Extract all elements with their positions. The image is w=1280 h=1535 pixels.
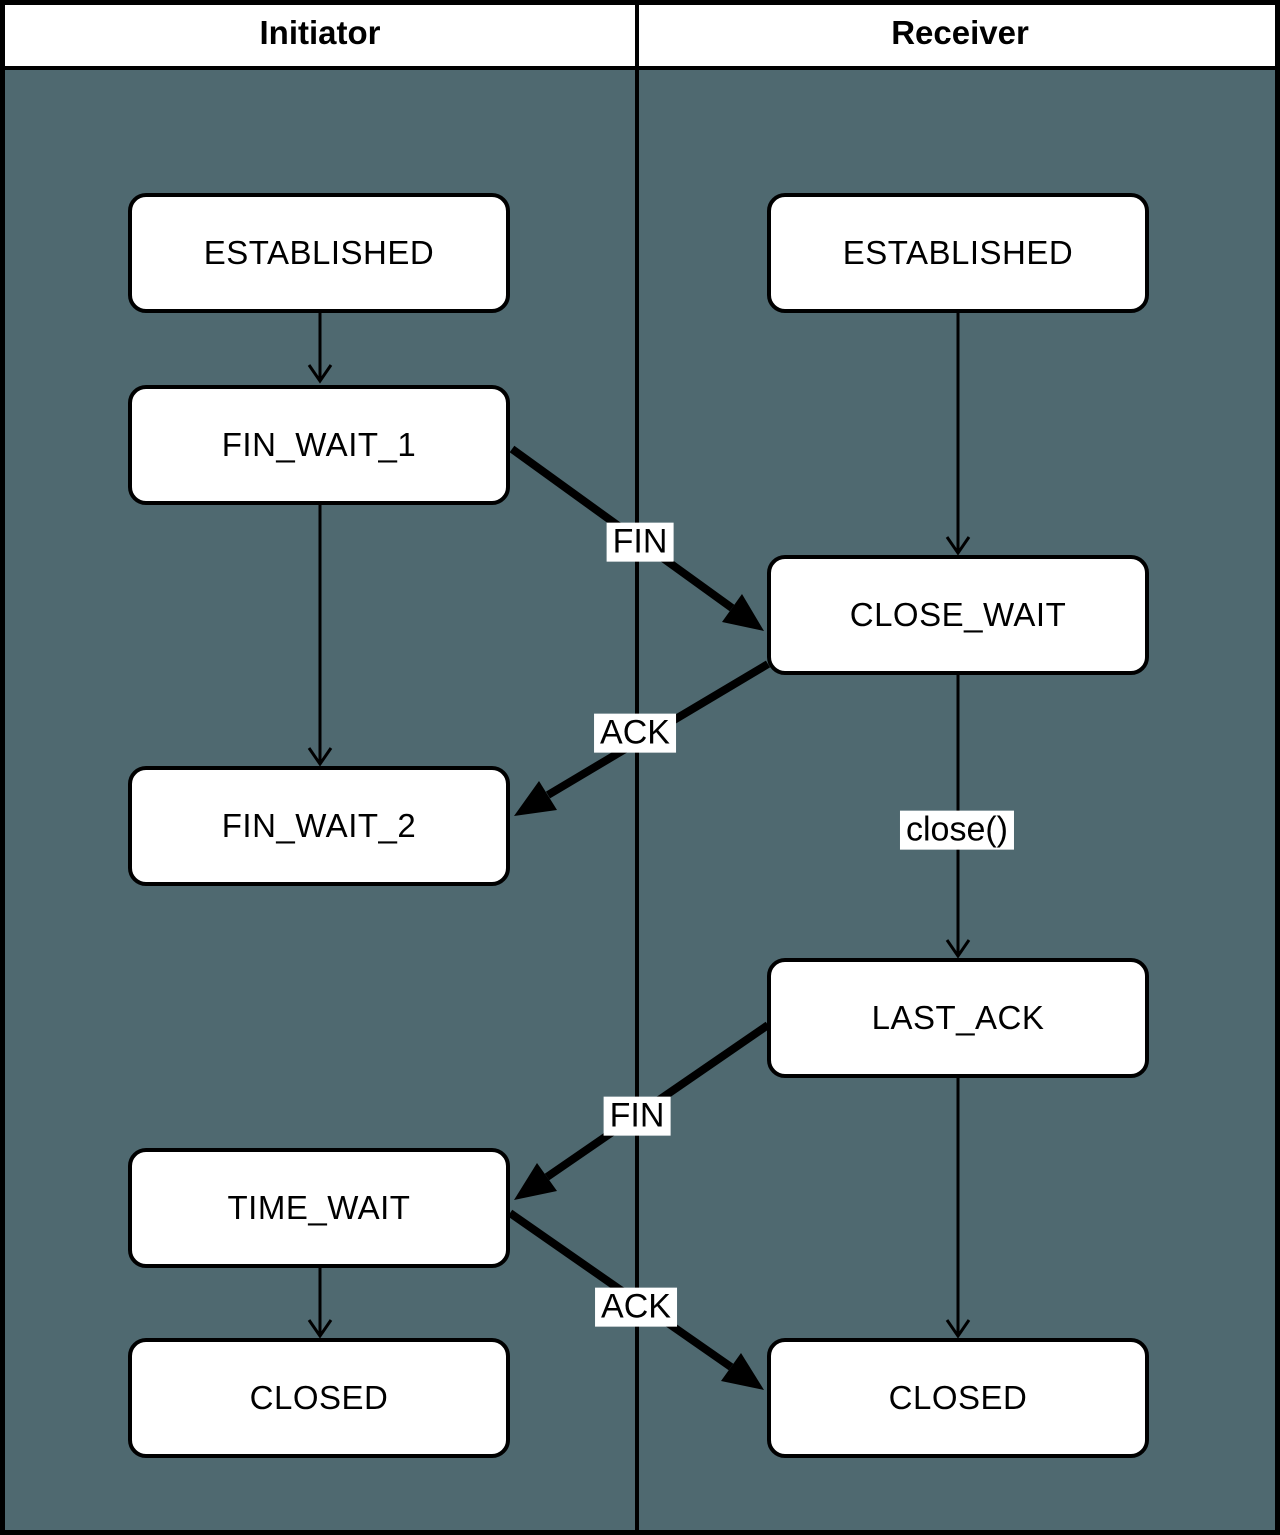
lane-divider <box>635 0 639 1535</box>
edge-label-close-call: close() <box>899 810 1015 850</box>
edge-label-fin-bottom: FIN <box>603 1096 671 1136</box>
lane-header-row: Initiator Receiver <box>0 0 1280 70</box>
state-fin-wait-1: FIN_WAIT_1 <box>128 385 510 505</box>
edge-label-ack-bottom: ACK <box>595 1287 677 1327</box>
state-initiator-closed: CLOSED <box>128 1338 510 1458</box>
state-last-ack: LAST_ACK <box>767 958 1149 1078</box>
state-label: CLOSE_WAIT <box>849 596 1067 633</box>
state-close-wait: CLOSE_WAIT <box>767 555 1149 675</box>
state-receiver-established: ESTABLISHED <box>767 193 1149 313</box>
state-label: FIN_WAIT_1 <box>221 426 417 463</box>
arrow-last-ack-to-closed-receiver <box>945 1078 971 1339</box>
arrow-initiator-established-to-fin-wait-1 <box>307 313 333 384</box>
lane-title-receiver: Receiver <box>891 14 1029 51</box>
state-fin-wait-2: FIN_WAIT_2 <box>128 766 510 886</box>
edge-label-fin-top: FIN <box>606 522 674 562</box>
state-label: TIME_WAIT <box>227 1189 411 1226</box>
arrow-time-wait-to-closed-initiator <box>307 1268 333 1339</box>
state-label: FIN_WAIT_2 <box>221 807 417 844</box>
state-time-wait: TIME_WAIT <box>128 1148 510 1268</box>
lane-header-initiator: Initiator <box>0 0 640 70</box>
edge-label-ack-top: ACK <box>594 713 676 753</box>
lane-header-receiver: Receiver <box>640 0 1280 70</box>
state-receiver-closed: CLOSED <box>767 1338 1149 1458</box>
state-label: ESTABLISHED <box>842 234 1074 271</box>
arrow-receiver-established-to-close-wait <box>945 313 971 556</box>
state-label: CLOSED <box>888 1379 1028 1416</box>
state-label: CLOSED <box>249 1379 389 1416</box>
state-initiator-established: ESTABLISHED <box>128 193 510 313</box>
state-label: ESTABLISHED <box>203 234 435 271</box>
state-label: LAST_ACK <box>871 999 1045 1036</box>
arrow-fin-wait-1-to-fin-wait-2 <box>307 505 333 767</box>
lane-title-initiator: Initiator <box>259 14 381 51</box>
